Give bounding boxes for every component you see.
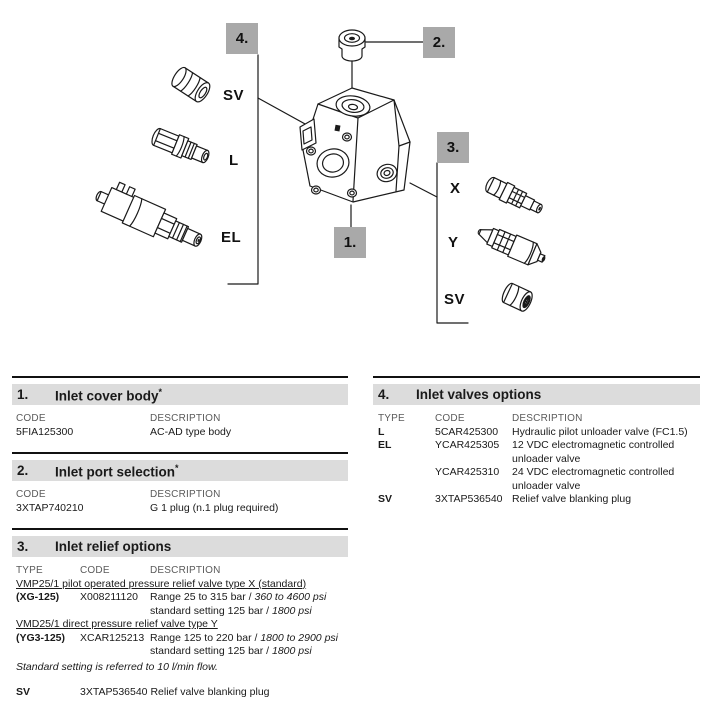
section-number: 4. [378, 386, 390, 402]
rule [12, 376, 348, 378]
rule [12, 528, 348, 530]
part-type [378, 466, 435, 493]
relief-valve-group-1-title: VMP25/1 pilot operated pressure relief v… [16, 577, 307, 590]
relief-valve-group-2-title: VMD25/1 direct pressure relief valve typ… [16, 618, 218, 630]
label-sv-right: SV [444, 291, 466, 308]
part-type: EL [378, 439, 392, 451]
sv-blanking-plug-right-drawing [501, 282, 533, 312]
callout-box-2: 2. [423, 27, 455, 58]
table-row: SV 3XTAP536540 Relief valve blanking plu… [12, 686, 348, 700]
standard-setting-note: Standard setting is referred to 10 l/min… [16, 660, 218, 673]
section-1-header: 1. Inlet cover body* [12, 384, 348, 405]
table-row: 3XTAP740210 G 1 plug (n.1 plug required) [12, 502, 348, 516]
part-code: 3XTAP536540 [435, 493, 503, 505]
part-type: L [378, 425, 385, 438]
x-relief-valve-drawing [485, 176, 543, 214]
table-header-row: TYPE CODE DESCRIPTION [378, 413, 583, 424]
part-code: YCAR425305 [435, 439, 500, 451]
part-code: 3XTAP740210 [16, 501, 84, 514]
valve-body-drawing [299, 87, 411, 203]
section-title: Inlet port selection* [55, 463, 179, 480]
part-type: (XG-125) [16, 591, 60, 603]
part-description: 24 VDC electromagnetic controlled unload… [512, 466, 675, 492]
part-description: 12 VDC electromagnetic controlled unload… [512, 439, 675, 465]
part-description: G 1 plug (n.1 plug required) [150, 501, 279, 514]
section-3-header: 3. Inlet relief options [12, 536, 348, 557]
table-row: L 5CAR425300 Hydraulic pilot unloader va… [373, 426, 700, 440]
part-description: AC-AD type body [150, 425, 232, 438]
part-description: Relief valve blanking plug [512, 493, 632, 505]
part-description: Range 25 to 315 bar / 360 to 4600 psi st… [150, 591, 327, 617]
section-2-header: 2. Inlet port selection* [12, 460, 348, 481]
part-code: X008211120 [80, 591, 139, 603]
right-table-column: 4. Inlet valves options TYPE CODE DESCRI… [373, 376, 700, 507]
footnote-marker: * [158, 387, 163, 397]
leader-lines [227, 41, 469, 324]
table-row: (XG-125) X008211120 Range 25 to 315 bar … [12, 591, 348, 618]
callout-box-1: 1. [334, 227, 366, 258]
section-title: Inlet cover body* [55, 387, 163, 404]
table-header-row: CODE DESCRIPTION [16, 489, 221, 500]
table-row: (YG3-125) XCAR125213 Range 125 to 220 ba… [12, 632, 348, 659]
table-row: EL YCAR425305 12 VDC electromagnetic con… [373, 439, 700, 466]
table-header-row: CODE DESCRIPTION [16, 413, 221, 424]
label-y-right: Y [448, 234, 459, 251]
table-row: YCAR425310 24 VDC electromagnetic contro… [373, 466, 700, 493]
part-type: (YG3-125) [16, 631, 66, 644]
callout-box-4: 4. [226, 23, 258, 54]
rule [373, 376, 700, 378]
section-number: 3. [17, 538, 29, 554]
part-code: YCAR425310 [435, 466, 500, 478]
callout-box-3: 3. [437, 132, 469, 163]
part-type: SV [16, 686, 31, 698]
label-el-left: EL [221, 229, 242, 246]
l-unloader-valve-drawing [151, 127, 210, 164]
part-code: XCAR125213 [80, 631, 145, 644]
el-solenoid-valve-drawing [95, 181, 203, 247]
footnote-marker: * [175, 463, 179, 473]
label-sv-left: SV [223, 87, 245, 104]
top-plug-drawing [338, 29, 366, 62]
table-row: 5FIA125300 AC-AD type body [12, 426, 348, 440]
part-code: 5CAR425300 [435, 425, 499, 438]
part-description: Hydraulic pilot unloader valve (FC1.5) [512, 425, 688, 438]
label-x-right: X [450, 180, 461, 197]
table-row: SV 3XTAP536540 Relief valve blanking plu… [373, 493, 700, 507]
section-number: 2. [17, 462, 29, 478]
table-header-row: TYPE CODE DESCRIPTION [16, 565, 221, 576]
rule [12, 452, 348, 454]
part-description: Range 125 to 220 bar / 1800 to 2900 psi … [150, 631, 338, 658]
left-table-column: 1. Inlet cover body* CODE DESCRIPTION 5F… [12, 376, 348, 700]
part-code: 5FIA125300 [16, 425, 74, 438]
label-l-left: L [229, 152, 239, 169]
exploded-diagram: 4. 2. 3. 1. SV L EL X Y SV [95, 23, 546, 324]
part-description: 3XTAP536540 Relief valve blanking plug [80, 686, 270, 698]
diagram-linework [95, 29, 546, 324]
part-type: SV [378, 493, 393, 505]
section-title: Inlet valves options [416, 386, 542, 402]
sv-blanking-plug-left-drawing [171, 66, 211, 103]
section-4-header: 4. Inlet valves options [373, 384, 700, 405]
section-title: Inlet relief options [55, 538, 172, 554]
y-relief-valve-drawing [477, 227, 546, 266]
section-number: 1. [17, 386, 29, 402]
